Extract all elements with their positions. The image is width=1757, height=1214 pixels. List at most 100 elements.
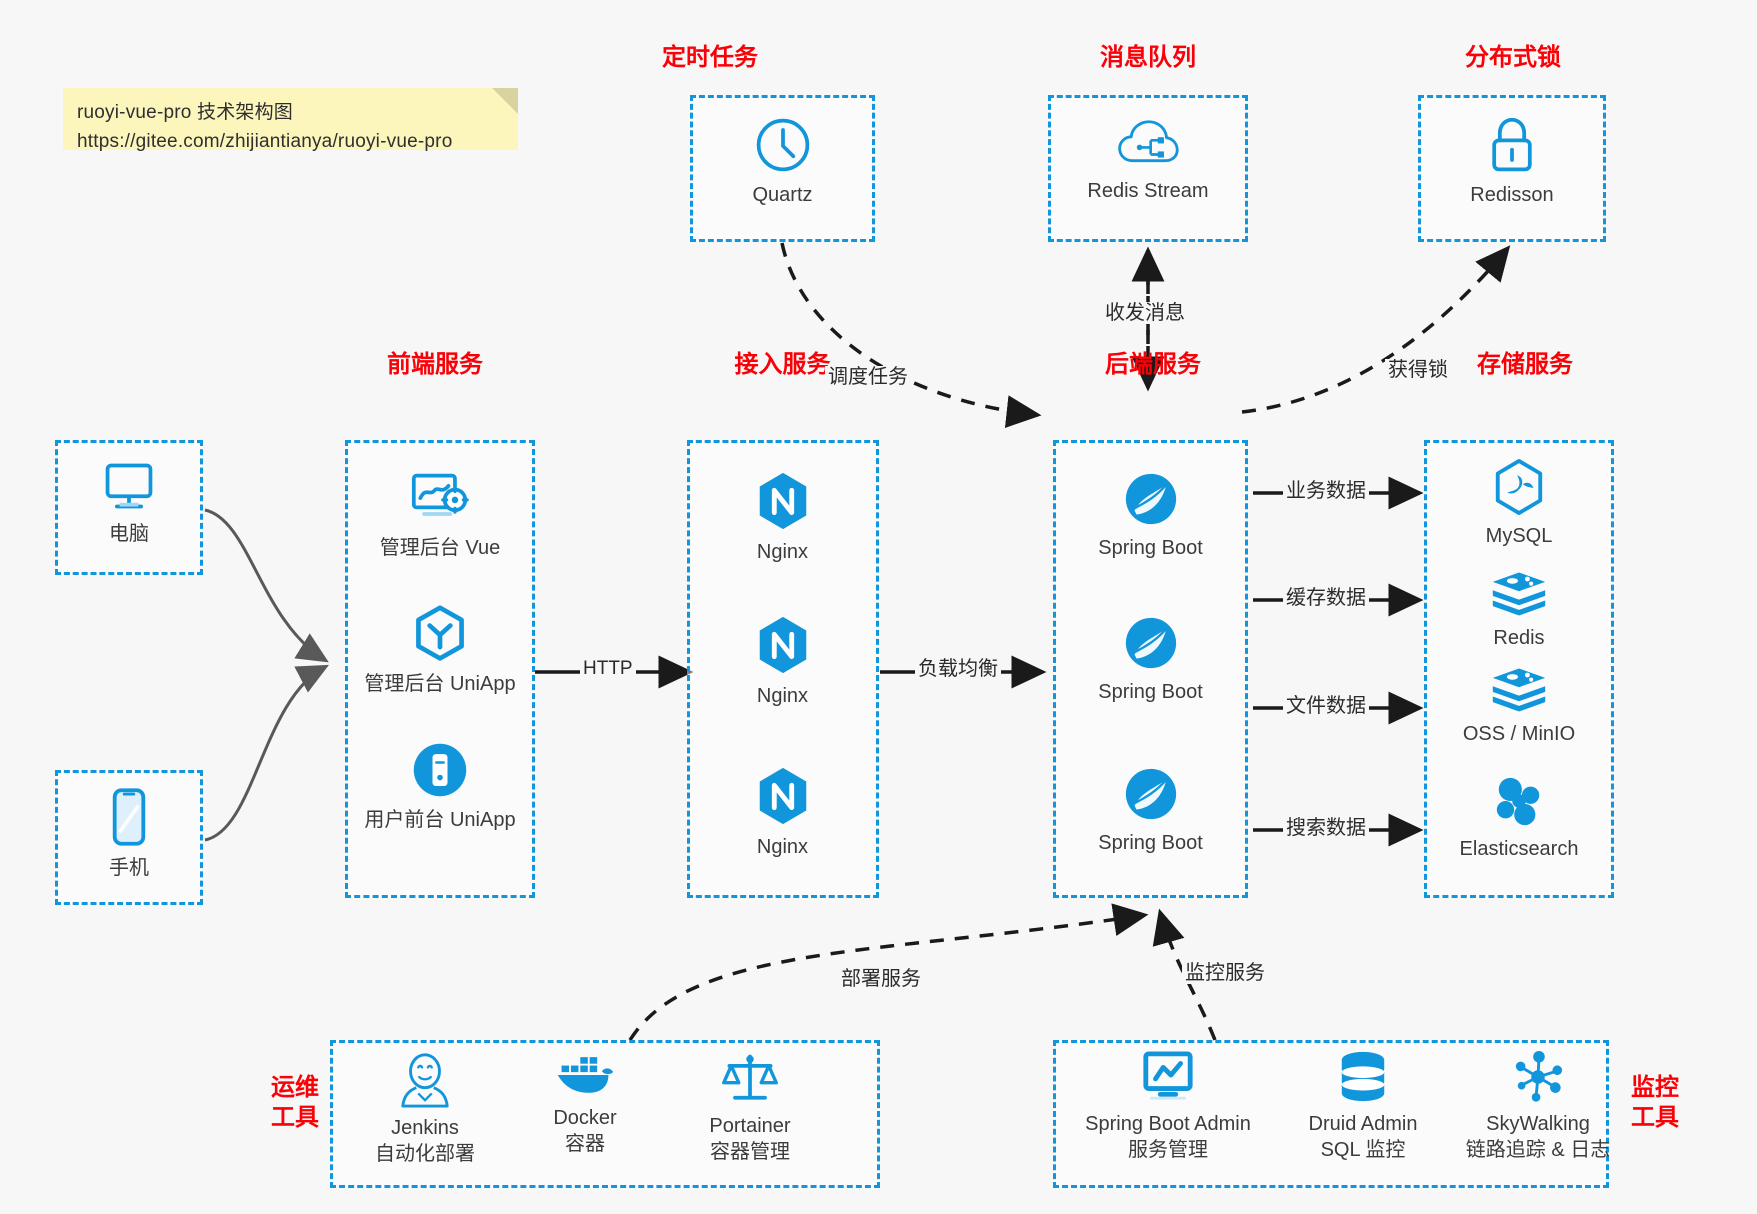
node-admin-uniapp[interactable]: 管理后台 UniApp	[350, 604, 530, 697]
node-mobile[interactable]: 手机	[65, 786, 193, 881]
redis-layers-icon	[1490, 570, 1548, 618]
group-title-frontend: 前端服务	[387, 351, 483, 378]
node-label: Nginx	[756, 541, 809, 563]
note-url: https://gitee.com/zhijiantianya/ruoyi-vu…	[77, 131, 453, 152]
node-redisson[interactable]: Redisson	[1438, 115, 1586, 208]
node-label: SkyWalking 链路追踪 & 日志	[1465, 1113, 1611, 1161]
edge-label-search-data: 搜索数据	[1283, 817, 1369, 839]
desktop-monitor-icon	[99, 458, 159, 514]
node-oss-minio[interactable]: OSS / MinIO	[1434, 666, 1604, 747]
edge-label-schedule-task: 调度任务	[825, 366, 911, 388]
edge-label-http: HTTP	[580, 658, 636, 680]
diagram-note: ruoyi-vue-pro 技术架构图 https://gitee.com/zh…	[63, 88, 518, 152]
edge-backend-to-lock	[1241, 245, 1511, 414]
group-mq	[1048, 95, 1248, 242]
node-label: Docker 容器	[553, 1107, 617, 1155]
node-spring-boot-admin[interactable]: Spring Boot Admin 服务管理	[1068, 1050, 1268, 1163]
node-label: Spring Boot	[1098, 537, 1203, 559]
edge-pc-to-frontend	[204, 508, 329, 663]
group-title-gateway: 接入服务	[734, 351, 831, 378]
database-icon	[1335, 1050, 1391, 1104]
node-nginx-1[interactable]: Nginx	[700, 470, 865, 565]
nginx-icon	[754, 470, 812, 532]
node-label: 用户前台 UniApp	[364, 809, 516, 831]
clock-icon	[753, 115, 813, 175]
uniapp-cube-icon	[411, 604, 469, 664]
lock-icon	[1483, 115, 1541, 175]
node-label: Redis	[1493, 627, 1545, 649]
nginx-icon	[754, 765, 812, 827]
group-title-storage: 存储服务	[1477, 351, 1573, 378]
node-redis-stream[interactable]: Redis Stream	[1058, 115, 1238, 204]
storage-layers-icon	[1490, 666, 1548, 714]
group-title-scheduler: 定时任务	[662, 44, 758, 71]
node-redis[interactable]: Redis	[1434, 570, 1604, 651]
node-spring-boot-2[interactable]: Spring Boot	[1063, 614, 1238, 705]
edge-quartz-to-backend	[780, 242, 1042, 428]
node-nginx-2[interactable]: Nginx	[700, 614, 865, 709]
node-docker[interactable]: Docker 容器	[505, 1050, 665, 1157]
node-spring-boot-3[interactable]: Spring Boot	[1063, 765, 1238, 856]
node-label: Elasticsearch	[1459, 838, 1579, 860]
node-user-uniapp[interactable]: 用户前台 UniApp	[350, 740, 530, 833]
node-label: Druid Admin SQL 监控	[1308, 1113, 1418, 1161]
dashboard-gear-icon	[409, 470, 471, 528]
monitor-chart-icon	[1139, 1050, 1197, 1104]
node-nginx-3[interactable]: Nginx	[700, 765, 865, 860]
group-pc	[55, 440, 203, 575]
edge-label-file-data: 文件数据	[1283, 695, 1369, 717]
group-title-mq: 消息队列	[1100, 44, 1196, 71]
note-fold-corner	[492, 88, 518, 114]
node-label: Spring Boot Admin 服务管理	[1085, 1113, 1251, 1161]
node-label: MySQL	[1485, 525, 1553, 547]
node-label: Portainer 容器管理	[709, 1115, 791, 1163]
node-label: 手机	[109, 857, 149, 879]
node-jenkins[interactable]: Jenkins 自动化部署	[345, 1050, 505, 1167]
edge-label-business-data: 业务数据	[1283, 480, 1369, 502]
jenkins-icon	[397, 1050, 453, 1108]
edge-label-monitor-service: 监控服务	[1182, 962, 1268, 984]
node-label: Nginx	[756, 685, 809, 707]
mysql-icon	[1491, 458, 1547, 516]
group-title-monitor: 监控 工具	[1631, 1074, 1679, 1131]
portainer-scales-icon	[720, 1050, 780, 1106]
node-admin-vue[interactable]: 管理后台 Vue	[350, 470, 530, 561]
group-ops	[330, 1040, 880, 1188]
node-label: 管理后台 Vue	[379, 537, 501, 559]
note-title: ruoyi-vue-pro 技术架构图	[77, 102, 294, 123]
edge-label-load-balance: 负载均衡	[915, 658, 1001, 680]
node-label: 管理后台 UniApp	[364, 673, 516, 695]
node-label: Jenkins 自动化部署	[375, 1117, 475, 1165]
node-label: 电脑	[109, 523, 149, 545]
node-elasticsearch[interactable]: Elasticsearch	[1434, 775, 1604, 862]
node-skywalking[interactable]: SkyWalking 链路追踪 & 日志	[1448, 1050, 1628, 1163]
group-title-lock: 分布式锁	[1465, 44, 1561, 71]
edge-mobile-to-frontend	[204, 664, 329, 842]
cloud-stream-icon	[1117, 115, 1179, 171]
node-label: Redis Stream	[1087, 180, 1209, 202]
group-title-ops: 运维 工具	[271, 1074, 319, 1131]
group-title-backend: 后端服务	[1105, 351, 1201, 378]
smartphone-icon	[108, 786, 150, 848]
edge-label-cache-data: 缓存数据	[1283, 587, 1369, 609]
group-frontend	[345, 440, 535, 898]
node-mysql[interactable]: MySQL	[1434, 458, 1604, 549]
elasticsearch-icon	[1490, 775, 1548, 829]
node-label: Redisson	[1470, 184, 1554, 206]
node-pc[interactable]: 电脑	[65, 458, 193, 547]
node-label: Quartz	[752, 184, 813, 206]
node-label: OSS / MinIO	[1462, 723, 1576, 745]
node-spring-boot-1[interactable]: Spring Boot	[1063, 470, 1238, 561]
spring-boot-icon	[1122, 765, 1180, 823]
nginx-icon	[754, 614, 812, 676]
node-label: Spring Boot	[1098, 832, 1203, 854]
node-portainer[interactable]: Portainer 容器管理	[665, 1050, 835, 1165]
node-label: Nginx	[756, 836, 809, 858]
node-druid-admin[interactable]: Druid Admin SQL 监控	[1278, 1050, 1448, 1163]
node-quartz[interactable]: Quartz	[710, 115, 855, 208]
docker-whale-icon	[555, 1050, 615, 1098]
mobile-app-icon	[410, 740, 470, 800]
skywalking-node-icon	[1510, 1050, 1566, 1104]
node-label: Spring Boot	[1098, 681, 1203, 703]
